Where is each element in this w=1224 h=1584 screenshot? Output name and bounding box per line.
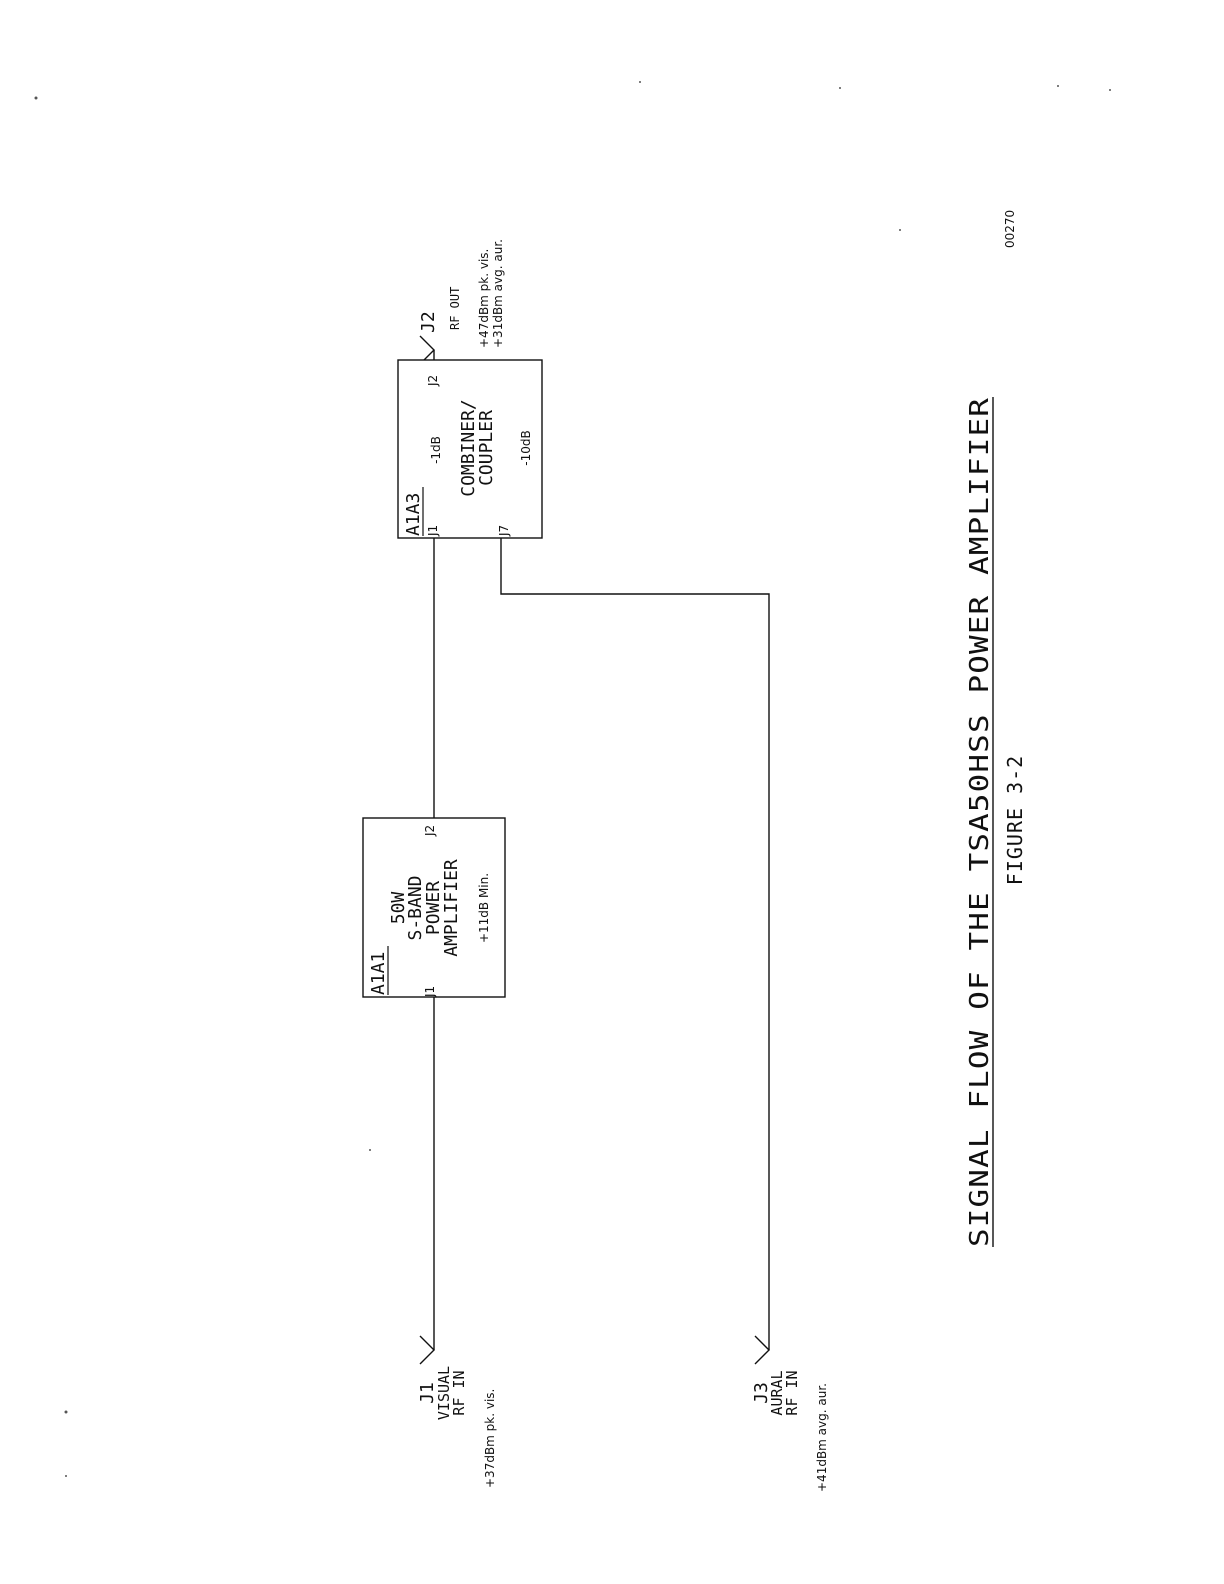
j2-level2: +31dBm avg. aur. (491, 239, 505, 348)
a1a1-line4: AMPLIFIER (441, 859, 462, 957)
figure-caption: SIGNAL FLOW OF THE TSA50HSS POWER AMPLIF… (965, 210, 1027, 1247)
j3-line2: RF IN (783, 1370, 801, 1415)
a1a3-loss-main: -1dB (429, 436, 443, 464)
block-a1a3: A1A3 J1 J2 J7 -1dB COMBINER/ COUPLER -10… (398, 360, 542, 538)
j3-chevron (755, 1336, 769, 1364)
connector-j1: J1 VISUAL RF IN +37dBm pk. vis. (417, 1366, 497, 1488)
j1-chevron (420, 1336, 434, 1364)
wire-j3-to-a1a3-j7 (501, 538, 769, 1350)
j2-line1: RF OUT (448, 287, 462, 330)
a1a3-ref: A1A3 (403, 493, 424, 536)
a1a1-gain: +11dB Min. (477, 873, 491, 943)
block-a1a1: A1A1 J1 J2 50W S-BAND POWER AMPLIFIER +1… (363, 818, 505, 998)
a1a1-port-out: J2 (423, 825, 437, 837)
j3-level: +41dBm avg. aur. (815, 1383, 829, 1492)
j2-level1: +47dBm pk. vis. (477, 249, 491, 348)
figure-title: SIGNAL FLOW OF THE TSA50HSS POWER AMPLIF… (965, 397, 995, 1247)
connector-j2: J2 RF OUT +47dBm pk. vis. +31dBm avg. au… (418, 239, 505, 348)
a1a1-port-in: J1 (423, 986, 437, 998)
a1a3-port-out: J2 (426, 375, 440, 387)
scan-specks (35, 81, 1112, 1477)
a1a3-loss-coupled: -10dB (519, 430, 533, 465)
drawing-id: 00270 (1003, 210, 1017, 248)
j2-id: J2 (418, 311, 439, 333)
a1a3-port-coupled: J7 (497, 525, 511, 537)
figure-number: FIGURE 3-2 (1003, 755, 1027, 885)
j1-line2: RF IN (450, 1370, 468, 1415)
j1-level: +37dBm pk. vis. (483, 1389, 497, 1488)
a1a1-ref: A1A1 (368, 952, 389, 995)
a1a3-line2: COUPLER (476, 410, 497, 486)
a1a3-port-in: J1 (426, 525, 440, 537)
connector-j3: J3 AURAL RF IN +41dBm avg. aur. (751, 1370, 829, 1492)
